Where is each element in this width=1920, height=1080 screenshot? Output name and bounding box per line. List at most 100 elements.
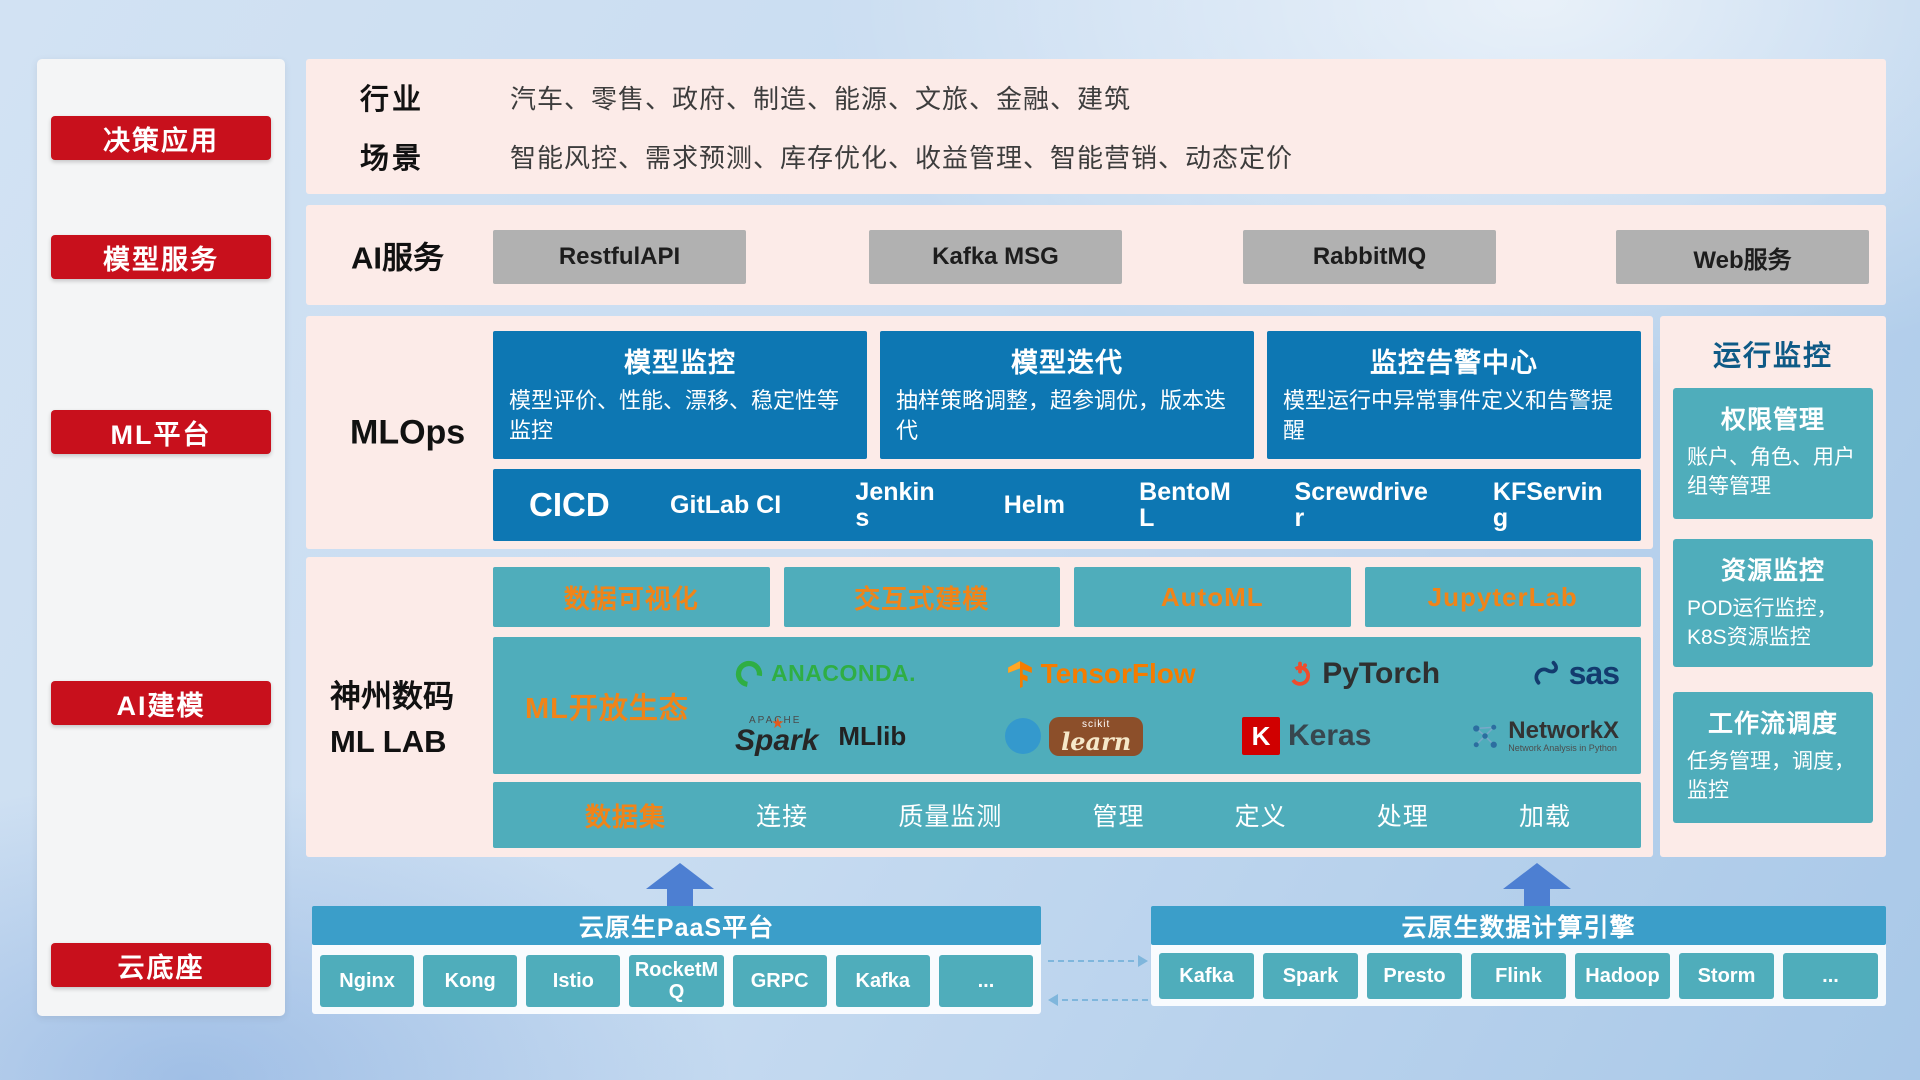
learn-label: learn [1061, 726, 1132, 756]
spark-engine-button: Spark [1263, 953, 1358, 999]
workflow-scheduling-card: 工作流调度 任务管理，调度，监控 [1673, 692, 1873, 823]
ecosystem-logos-row2: APACHE ★Spark MLlib scikit learn K [735, 716, 1619, 756]
kafka-button: Kafka [835, 955, 930, 1007]
card-desc: 任务管理，调度，监控 [1687, 750, 1855, 802]
ml-lab-panel: 神州数码 ML LAB 数据可视化 交互式建模 AutoML JupyterLa… [306, 557, 1653, 857]
industry-scene-panel: 行业 汽车、零售、政府、制造、能源、文旅、金融、建筑 场景 智能风控、需求预测、… [306, 59, 1886, 194]
cicd-label: CICD [529, 486, 610, 523]
tensorflow-label: TensorFlow [1040, 657, 1196, 689]
scene-label: 场景 [360, 143, 425, 175]
nginx-button: Nginx [320, 955, 415, 1007]
istio-button: Istio [526, 955, 621, 1007]
ai-service-panel: AI服务 RestfulAPI Kafka MSG RabbitMQ Web服务 [306, 205, 1886, 305]
industry-list: 汽车、零售、政府、制造、能源、文旅、金融、建筑 [510, 83, 1132, 114]
layer-cloud-base: 云底座 [51, 943, 271, 987]
anaconda-label: ANACONDA. [771, 660, 917, 686]
keras-k-icon: K [1242, 717, 1281, 755]
dataset-define-item: 定义 [1234, 803, 1287, 831]
storm-engine-button: Storm [1679, 953, 1774, 999]
dataset-bar: 数据集 连接 质量监测 管理 定义 处理 加载 [493, 782, 1641, 848]
networkx-logo: NetworkX Network Analysis in Python [1470, 716, 1619, 754]
networkx-graph-icon [1473, 724, 1498, 748]
ml-lab-label: 神州数码 ML LAB [330, 675, 500, 765]
cloud-paas-group: 云原生PaaS平台 Nginx Kong Istio RocketMQ GRPC… [312, 906, 1041, 1014]
scene-list: 智能风控、需求预测、库存优化、收益管理、智能营销、动态定价 [510, 142, 1294, 173]
networkx-subtitle: Network Analysis in Python [1508, 743, 1617, 754]
industry-row: 行业 汽车、零售、政府、制造、能源、文旅、金融、建筑 [306, 75, 1886, 119]
cloud-paas-title: 云原生PaaS平台 [312, 906, 1041, 945]
gitlab-ci-item: GitLab CI [670, 490, 782, 519]
ml-lab-tools-row: 数据可视化 交互式建模 AutoML JupyterLab [493, 567, 1641, 627]
industry-label: 行业 [360, 84, 425, 116]
dataset-connect-item: 连接 [756, 803, 809, 831]
pytorch-icon [1290, 661, 1311, 686]
dashed-arrow-left [1048, 994, 1148, 1006]
keras-label: Keras [1288, 719, 1372, 752]
ai-service-label: AI服务 [351, 240, 444, 276]
resource-monitoring-card: 资源监控 POD运行监控，K8S资源监控 [1673, 539, 1873, 667]
bentoml-item: BentoML [1139, 477, 1231, 532]
card-title: 模型迭代 [1011, 348, 1123, 378]
data-visualization-button: 数据可视化 [493, 567, 770, 627]
dataset-process-item: 处理 [1376, 803, 1429, 831]
pytorch-label: PyTorch [1322, 656, 1441, 690]
up-arrow-engine [1503, 863, 1571, 906]
kfserving-item: KFServing [1492, 477, 1603, 532]
card-title: 资源监控 [1720, 557, 1825, 585]
kafka-engine-button: Kafka [1159, 953, 1254, 999]
up-arrow-paas [646, 863, 714, 906]
card-desc: 账户、角色、用户组等管理 [1687, 446, 1855, 498]
cloud-engine-buttons: Kafka Spark Presto Flink Hadoop Storm ..… [1159, 953, 1878, 999]
ml-lab-label-line2: ML LAB [330, 723, 447, 759]
dataset-manage-item: 管理 [1092, 803, 1145, 831]
layer-model-service: 模型服务 [51, 235, 271, 279]
cloud-paas-buttons: Nginx Kong Istio RocketMQ GRPC Kafka ... [320, 955, 1033, 1007]
tensorflow-logo: TensorFlow [1007, 658, 1196, 690]
card-title: 模型监控 [624, 348, 736, 378]
sas-logo: sas [1531, 655, 1620, 692]
networkx-label: NetworkX [1508, 716, 1619, 744]
scene-row: 场景 智能风控、需求预测、库存优化、收益管理、智能营销、动态定价 [306, 134, 1886, 178]
more-button: ... [938, 955, 1033, 1007]
anaconda-logo: ANACONDA. [735, 660, 916, 688]
grpc-button: GRPC [732, 955, 827, 1007]
hadoop-engine-button: Hadoop [1575, 953, 1670, 999]
kafka-msg-button: Kafka MSG [869, 230, 1122, 284]
jupyterlab-button: JupyterLab [1364, 567, 1641, 627]
cloud-engine-group: 云原生数据计算引擎 Kafka Spark Presto Flink Hadoo… [1151, 906, 1886, 1006]
card-desc: 模型评价、性能、漂移、稳定性等监控 [509, 388, 840, 443]
scikit-learn-badge: scikit learn [1049, 716, 1144, 756]
spark-label: Spark [735, 724, 819, 757]
runtime-monitoring-title: 运行监控 [1712, 340, 1833, 371]
rabbitmq-button: RabbitMQ [1243, 230, 1496, 284]
scikit-label: scikit [1082, 718, 1111, 730]
rocketmq-button: RocketMQ [629, 955, 724, 1007]
mlops-cards: 模型监控 模型评价、性能、漂移、稳定性等监控 模型迭代 抽样策略调整，超参调优，… [493, 331, 1641, 459]
card-title: 监控告警中心 [1370, 348, 1538, 378]
scikit-learn-logo: scikit learn [1005, 716, 1144, 756]
dataset-quality-item: 质量监测 [898, 803, 1003, 831]
screwdriver-item: Screwdriver [1294, 477, 1428, 532]
kong-button: Kong [423, 955, 518, 1007]
ml-ecosystem-label: ML开放生态 [525, 692, 689, 725]
ml-ecosystem-box: ML开放生态 ANACONDA. TensorFlow [493, 637, 1641, 774]
restful-api-button: RestfulAPI [493, 230, 746, 284]
cicd-bar: CICD GitLab CI Jenkins Helm BentoML Scre… [493, 469, 1641, 541]
mlops-label: MLOps [350, 413, 466, 451]
interactive-modeling-button: 交互式建模 [783, 567, 1060, 627]
jenkins-item: Jenkins [855, 477, 935, 532]
layer-decision-application: 决策应用 [51, 116, 271, 160]
alert-center-card: 监控告警中心 模型运行中异常事件定义和告警提醒 [1267, 331, 1641, 459]
dataset-load-item: 加载 [1518, 803, 1571, 831]
helm-item: Helm [1003, 490, 1065, 519]
cloud-engine-title: 云原生数据计算引擎 [1151, 906, 1886, 945]
layer-ai-modeling: AI建模 [51, 681, 271, 725]
flink-engine-button: Flink [1471, 953, 1566, 999]
model-iteration-card: 模型迭代 抽样策略调整，超参调优，版本迭代 [880, 331, 1254, 459]
mlops-panel: MLOps 模型监控 模型评价、性能、漂移、稳定性等监控 模型迭代 抽样策略调整… [306, 316, 1653, 549]
model-monitoring-card: 模型监控 模型评价、性能、漂移、稳定性等监控 [493, 331, 867, 459]
presto-engine-button: Presto [1367, 953, 1462, 999]
apache-label: APACHE [749, 715, 802, 726]
tensorflow-icon [1007, 660, 1032, 688]
